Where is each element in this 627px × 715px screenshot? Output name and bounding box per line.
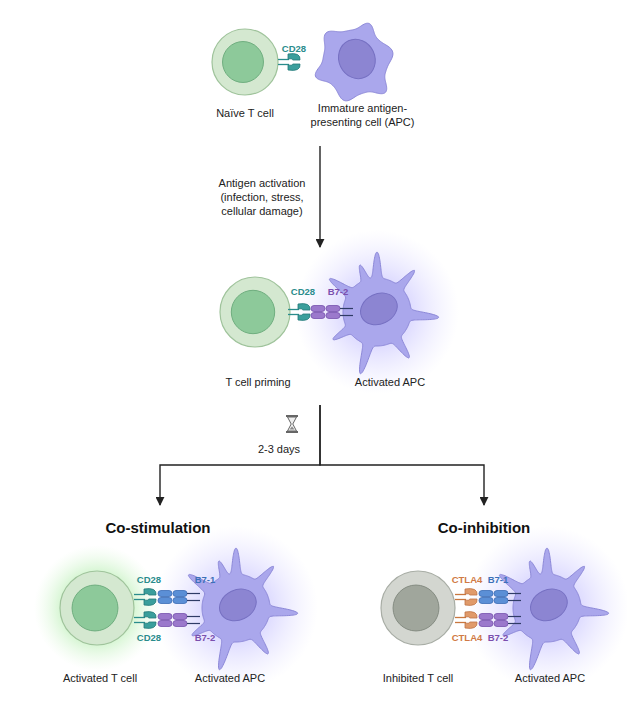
cell-shape (212, 29, 278, 95)
molecule-label: CD28 (282, 43, 306, 54)
cell-nucleus (223, 42, 264, 83)
cd28-receptor (134, 589, 156, 606)
ctla4-receptor (455, 612, 477, 629)
cell-label: Naïve T cell (205, 106, 285, 120)
cell-shape (220, 277, 290, 347)
cd28-receptor (278, 54, 300, 71)
molecule-label: CTLA4 (452, 574, 483, 585)
cell-label: Activated T cell (40, 671, 160, 685)
cell-outline (498, 560, 602, 690)
b7-1-ligand (479, 591, 521, 604)
flow-arrow (320, 405, 484, 505)
cell-membrane (499, 548, 608, 670)
flow-arrow (319, 146, 320, 247)
b7-2-ligand (311, 306, 353, 319)
section-heading: Co-inhibition (438, 519, 530, 536)
cell-label: Immature antigen- presenting cell (APC) (303, 101, 423, 129)
b7-2-ligand (158, 614, 200, 627)
cell-label: Activated APC (180, 671, 280, 685)
flow-arrow (160, 405, 320, 505)
cell-outline (215, 270, 301, 392)
hourglass-sand (290, 427, 295, 430)
cell-membrane (188, 548, 297, 670)
cell-nucleus (355, 287, 402, 330)
cell-nucleus (332, 33, 382, 84)
ctla4-receptor (455, 589, 477, 606)
molecule-label: CD28 (291, 286, 315, 297)
molecule-label: CD28 (137, 574, 161, 585)
immature-apc: Immature antigen- presenting cell (APC) (300, 18, 425, 146)
cell-glow (34, 545, 160, 671)
cell-membrane (381, 571, 455, 645)
molecule-label: B7-2 (328, 286, 349, 297)
cell-membrane (212, 29, 278, 95)
cell-nucleus (214, 583, 261, 626)
cell-membrane (220, 277, 290, 347)
activated-apc: Activated APC (315, 247, 465, 405)
molecule-label: B7-2 (488, 632, 509, 643)
cell-shape (381, 571, 455, 645)
cell-label: Activated APC (498, 671, 602, 685)
cell-glow (295, 230, 459, 394)
b7-1-ligand (158, 591, 200, 604)
cell-glow (154, 526, 318, 690)
cell-nucleus (72, 585, 118, 631)
cell-nucleus (231, 290, 274, 333)
cell-shape (154, 526, 318, 690)
b7-2-ligand (479, 614, 521, 627)
cell-glow (465, 526, 627, 690)
molecule-label: B7-1 (195, 574, 216, 585)
cd28-receptor (288, 304, 310, 321)
duration-label: 2-3 days (258, 443, 300, 455)
priming-t-cell: T cell priming (215, 270, 301, 392)
cell-label: Activated APC (335, 375, 445, 389)
cell-membrane (329, 252, 438, 374)
cell-label: Inhibited T cell (352, 671, 484, 685)
molecule-label: CD28 (137, 632, 161, 643)
cell-membrane (315, 23, 393, 101)
cd28-receptor (134, 612, 156, 629)
hourglass-glass (288, 417, 297, 431)
hourglass-icon (286, 415, 298, 433)
cell-shape (465, 526, 627, 690)
molecule-label: B7-1 (488, 574, 509, 585)
molecule-label: CTLA4 (452, 632, 483, 643)
activated-apc: Activated APC (498, 560, 602, 690)
cell-nucleus (393, 585, 439, 631)
edge-label: Antigen activation (infection, stress, c… (210, 176, 314, 218)
molecule-label: B7-2 (195, 632, 216, 643)
naive-t-cell: Naïve T cell (205, 25, 285, 122)
cell-shape (295, 230, 459, 394)
section-heading: Co-stimulation (106, 519, 211, 536)
cell-label: T cell priming (215, 375, 301, 389)
cell-nucleus (525, 583, 572, 626)
cell-shape (315, 23, 393, 101)
cell-shape (34, 545, 160, 671)
cell-membrane (60, 571, 134, 645)
